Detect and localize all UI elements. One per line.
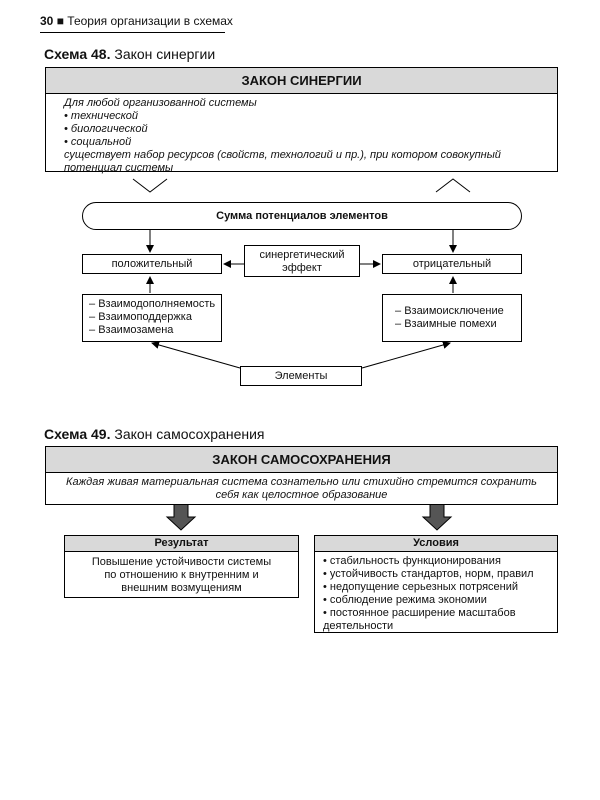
positive-factor-item: Взаимодополняемость bbox=[89, 298, 221, 311]
negative-box: отрицательный bbox=[382, 254, 522, 274]
synergy-law-definition: Для любой организованной системы техниче… bbox=[45, 93, 558, 174]
negative-factors-box: Взаимоисключение Взаимные помехи bbox=[382, 294, 522, 342]
positive-factor-item: Взаимозамена bbox=[89, 324, 221, 337]
synergy-intro: Для любой организованной системы bbox=[64, 97, 257, 109]
down-arrow-icon bbox=[165, 503, 197, 531]
page-header: 30 ■ Теория организации в схемах bbox=[40, 14, 233, 28]
positive-factors-list: Взаимодополняемость Взаимоподдержка Взаи… bbox=[89, 298, 221, 337]
system-type-item: социальной bbox=[64, 136, 557, 149]
page-header-title: Теория организации в схемах bbox=[67, 14, 233, 28]
synergetic-effect-box: синергетический эффект bbox=[244, 245, 360, 277]
synergy-conclusion: существует набор ресурсов (свойств, техн… bbox=[64, 149, 501, 174]
scheme48-caption: Схема 48. Закон синергии bbox=[44, 46, 215, 62]
system-types-list: технической биологической социальной bbox=[64, 110, 557, 149]
arrow-elements-to-pos-list bbox=[151, 341, 241, 369]
system-type-item: биологической bbox=[64, 123, 557, 136]
condition-item: соблюдение режима экономии bbox=[323, 594, 551, 607]
chevron-up-icon bbox=[435, 178, 471, 193]
scheme49-label: Схема 49. bbox=[44, 426, 111, 442]
header-rule bbox=[40, 32, 225, 33]
negative-factors-list: Взаимоисключение Взаимные помехи bbox=[395, 305, 521, 331]
result-header: Результат bbox=[64, 535, 299, 552]
down-arrow-icon bbox=[421, 503, 453, 531]
scheme49-title: Закон самосохранения bbox=[114, 426, 265, 442]
positive-box: положительный bbox=[82, 254, 222, 274]
negative-factor-item: Взаимные помехи bbox=[395, 318, 521, 331]
negative-factor-item: Взаимоисключение bbox=[395, 305, 521, 318]
sum-potentials-box: Сумма потенциалов элементов bbox=[82, 202, 522, 230]
header-square-icon: ■ bbox=[56, 14, 64, 28]
scheme48-label: Схема 48. bbox=[44, 46, 111, 62]
condition-item: постоянное расширение масштабов деятельн… bbox=[323, 607, 551, 633]
positive-factor-item: Взаимоподдержка bbox=[89, 311, 221, 324]
page-number: 30 bbox=[40, 14, 54, 28]
condition-item: стабильность функционирования bbox=[323, 555, 551, 568]
conditions-list: стабильность функционирования устойчивос… bbox=[323, 555, 551, 633]
scheme49-caption: Схема 49. Закон самосохранения bbox=[44, 426, 265, 442]
arrow-elements-to-neg-list bbox=[361, 341, 451, 369]
scheme48-title: Закон синергии bbox=[114, 46, 216, 62]
elements-box: Элементы bbox=[240, 366, 362, 386]
condition-item: недопущение серьезных потрясений bbox=[323, 581, 551, 594]
condition-item: устойчивость стандартов, норм, правил bbox=[323, 568, 551, 581]
result-text: Повышение устойчивости системы по отноше… bbox=[64, 551, 299, 598]
conditions-box: стабильность функционирования устойчивос… bbox=[314, 551, 558, 633]
self-preservation-law-title: ЗАКОН САМОСОХРАНЕНИЯ bbox=[45, 446, 558, 473]
self-preservation-statement: Каждая живая материальная система сознат… bbox=[45, 472, 558, 505]
positive-factors-box: Взаимодополняемость Взаимоподдержка Взаи… bbox=[82, 294, 222, 342]
system-type-item: технической bbox=[64, 110, 557, 123]
chevron-down-icon bbox=[132, 178, 168, 193]
conditions-header: Условия bbox=[314, 535, 558, 552]
